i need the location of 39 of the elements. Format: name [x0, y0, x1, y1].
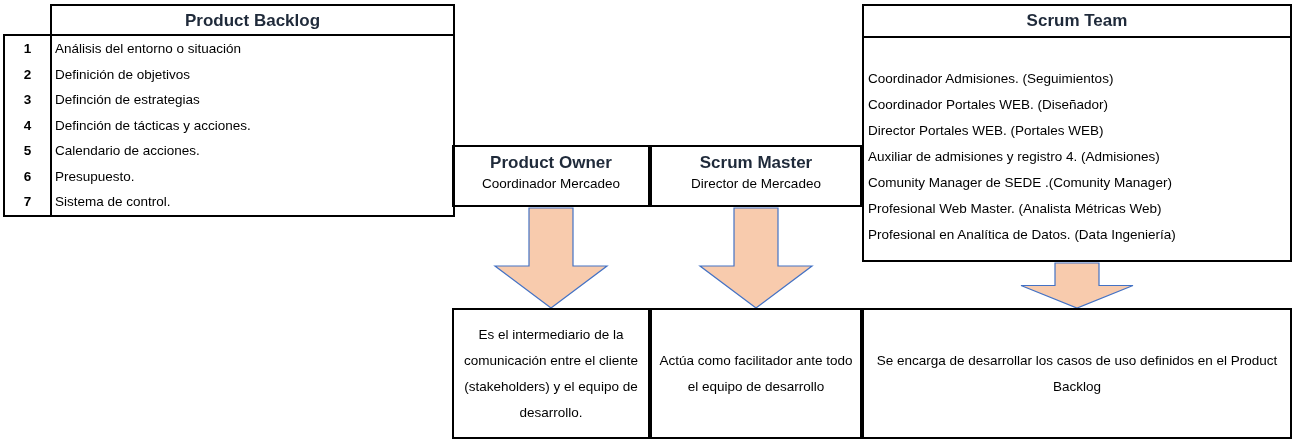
- item-number: 7: [22, 193, 33, 211]
- description-text: Actúa como facilitador ante todo el equipo de desarrollo: [658, 351, 854, 396]
- item-number: 1: [22, 40, 33, 58]
- item-text: Calendario de acciones.: [55, 142, 200, 160]
- team-member: Coordinador Portales WEB. (Diseñador): [868, 96, 1110, 114]
- table-header-cell: Product Backlog: [50, 4, 455, 36]
- role-box: [650, 145, 862, 207]
- team-member: Comunity Manager de SEDE .(Comunity Manager): [868, 174, 1173, 192]
- block-arrow: [493, 207, 609, 309]
- description-box: [862, 308, 1292, 439]
- item-text: Presupuesto.: [55, 167, 135, 186]
- item-number: 3: [22, 91, 33, 109]
- item-text: Definción de estrategias: [55, 91, 200, 109]
- team-member: Profesional Web Master. (Analista Métricas Web): [868, 200, 1163, 218]
- block-arrow: [698, 207, 814, 309]
- role-title: Product Owner: [489, 153, 613, 173]
- description-box: [650, 308, 862, 439]
- item-text: Análisis del entorno o situación: [55, 40, 242, 58]
- role-subtitle: Coordinador Mercadeo: [480, 175, 622, 193]
- team-member: Auxiliar de admisiones y registro 4. (Admisiones): [868, 148, 1161, 166]
- item-number: 2: [22, 65, 33, 84]
- item-number: 4: [22, 116, 33, 135]
- role-subtitle: Director de Mercadeo: [690, 175, 822, 193]
- description-box: [452, 308, 650, 439]
- item-number: 5: [22, 142, 33, 160]
- item-text: Sistema de control.: [55, 193, 171, 211]
- block-arrow: [1020, 262, 1134, 309]
- item-text: Definción de tácticas y acciones.: [55, 116, 251, 135]
- description-text: Se encarga de desarrollar los casos de uso definidos en el Product Backlog: [875, 351, 1279, 396]
- table-header-cell: Scrum Team: [864, 6, 1290, 38]
- team-member: Profesional en Analítica de Datos. (Data Ingeniería): [868, 226, 1177, 244]
- team-member: Coordinador Admisiones. (Seguimientos): [868, 70, 1115, 88]
- item-text: Definición de objetivos: [55, 65, 191, 84]
- description-text: Es el intermediario de la comunicación entre el cliente (stakeholders) y el equipo de desarrollo.: [462, 325, 640, 422]
- item-number: 6: [22, 167, 33, 186]
- role-title: Scrum Master: [698, 153, 814, 173]
- team-box: [862, 4, 1292, 262]
- team-member: Director Portales WEB. (Portales WEB): [868, 122, 1105, 140]
- role-box: [452, 145, 650, 207]
